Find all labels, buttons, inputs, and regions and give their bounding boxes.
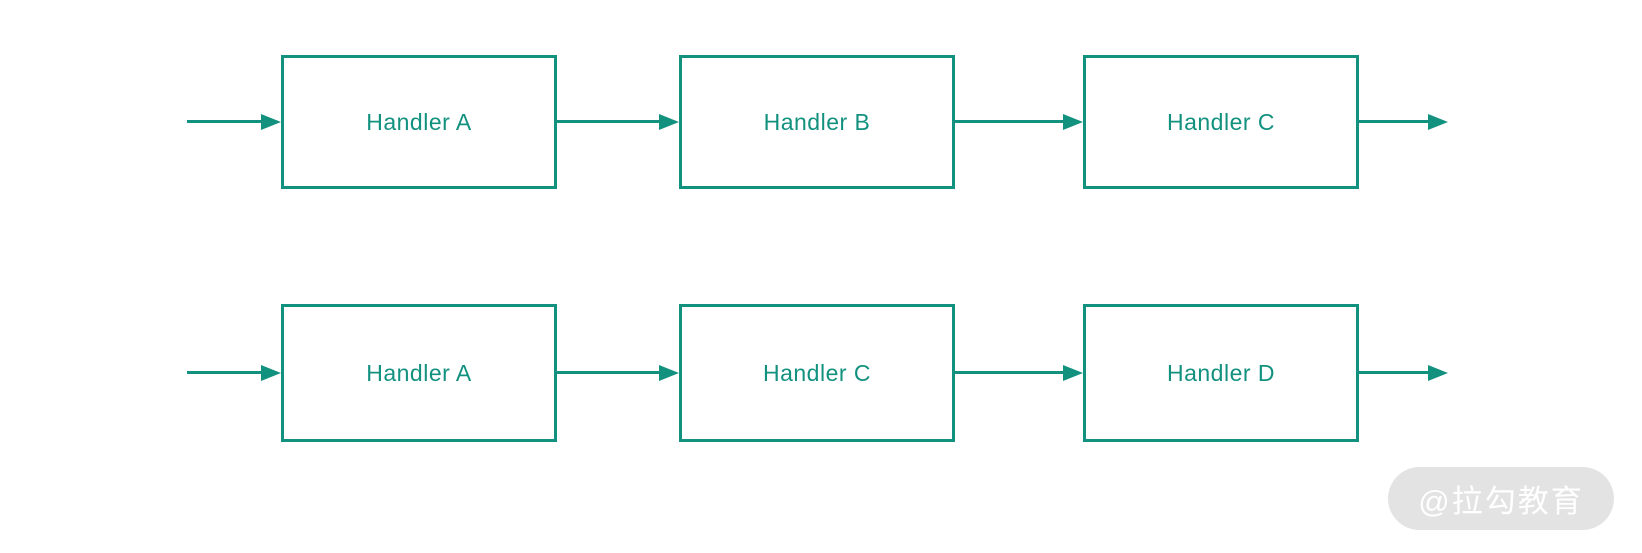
handler-node-a-bottom: Handler A: [281, 304, 557, 442]
handler-node-label: Handler A: [366, 108, 472, 135]
arrow-right-icon-input-1: [187, 120, 261, 123]
watermark-badge: @拉勾教育: [1388, 467, 1614, 530]
handler-node-label: Handler C: [762, 359, 872, 386]
arrow-right-icon-b-to-c: [955, 120, 1063, 123]
arrow-right-icon-a-to-b: [557, 120, 659, 123]
watermark-label: @拉勾教育: [1418, 484, 1584, 519]
handler-node-c-top: Handler C: [1083, 55, 1359, 189]
arrow-right-icon-c-to-d: [955, 371, 1063, 374]
arrow-right-icon-a-to-c: [557, 371, 659, 374]
handler-node-a-top: Handler A: [281, 55, 557, 189]
handler-node-b-top: Handler B: [679, 55, 955, 189]
arrow-right-icon-output-2: [1358, 371, 1428, 374]
handler-node-d-bottom: Handler D: [1083, 304, 1359, 442]
handler-node-label: Handler A: [366, 359, 472, 386]
handler-node-label: Handler B: [763, 108, 871, 135]
handler-node-label: Handler C: [1166, 108, 1276, 135]
arrow-right-icon-output-1: [1358, 120, 1428, 123]
handler-node-c-bottom: Handler C: [679, 304, 955, 442]
handler-node-label: Handler D: [1166, 359, 1276, 386]
arrow-right-icon-input-2: [187, 371, 261, 374]
